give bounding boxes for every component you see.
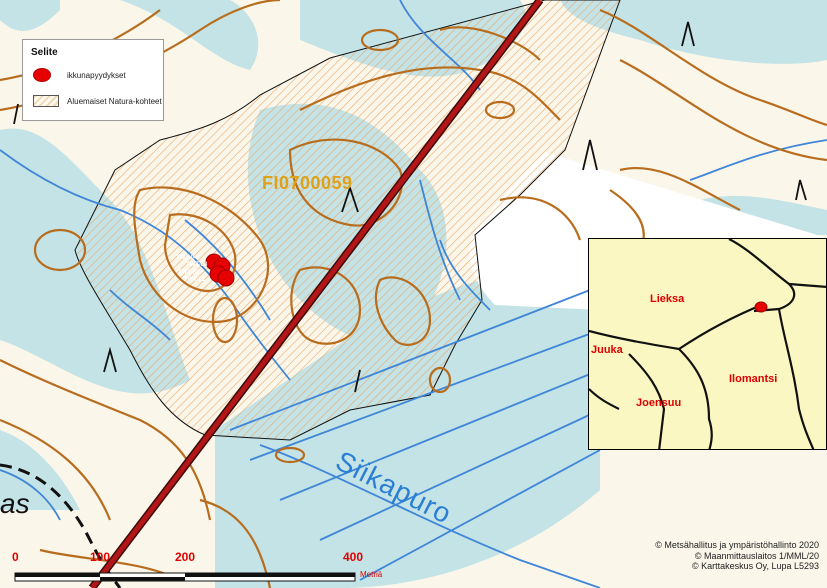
map-legend: Selite ikkunapyydykset Aluemaiset Natura… — [22, 39, 164, 121]
credit-line: © Metsähallitus ja ympäristöhallinto 202… — [655, 540, 819, 550]
red-dot-icon — [33, 68, 51, 82]
place-name-fragment: as — [0, 488, 30, 519]
inset-place-label: Joensuu — [636, 397, 682, 409]
legend-item-natura: Aluemaiset Natura-kohteet — [33, 92, 162, 110]
open-area — [469, 152, 827, 310]
inset-place-label: Ilomantsi — [729, 373, 778, 385]
scale-unit-label: Metriä — [360, 570, 383, 579]
credit-line: © Maanmittauslaitos 1/MML/20 — [694, 550, 819, 561]
main-road-fill — [90, 0, 542, 588]
trap-cluster[interactable] — [205, 253, 235, 287]
scale-tick-label: 100 — [90, 550, 111, 564]
inset-place-label: Juuka — [591, 344, 623, 356]
credit-line: © Karttakeskus Oy, Lupa L5293 — [691, 561, 819, 571]
scale-tick-label: 200 — [175, 550, 196, 564]
inset-boundaries — [589, 239, 826, 449]
scale-tick-label: 0 — [12, 550, 19, 564]
map-credits: © Metsähallitus ja ympäristöhallinto 202… — [655, 540, 819, 572]
natura-site-code: FI0700059 — [262, 173, 353, 193]
natura-area — [74, 0, 621, 441]
trap-label: TWT-01 — [184, 277, 206, 283]
legend-item-traps: ikkunapyydykset — [33, 66, 126, 84]
hatch-swatch-icon — [33, 95, 59, 107]
legend-title: Selite — [31, 47, 58, 58]
legend-item-label: Aluemaiset Natura-kohteet — [67, 96, 162, 106]
trap-label: TWT-02 — [178, 270, 200, 276]
overview-inset-map: Lieksa Juuka Ilomantsi Joensuu — [588, 238, 827, 450]
legend-item-label: ikkunapyydykset — [67, 70, 126, 80]
trap-label: TWT-04 — [176, 255, 198, 261]
trap-label: TWT-03 — [186, 262, 208, 268]
inset-site-marker — [754, 301, 768, 313]
trap-marker[interactable] — [217, 269, 235, 287]
inset-place-label: Lieksa — [650, 293, 685, 305]
cliff-symbols — [13, 21, 807, 393]
scale-bar — [14, 572, 356, 582]
scale-tick-label: 400 — [343, 550, 364, 564]
